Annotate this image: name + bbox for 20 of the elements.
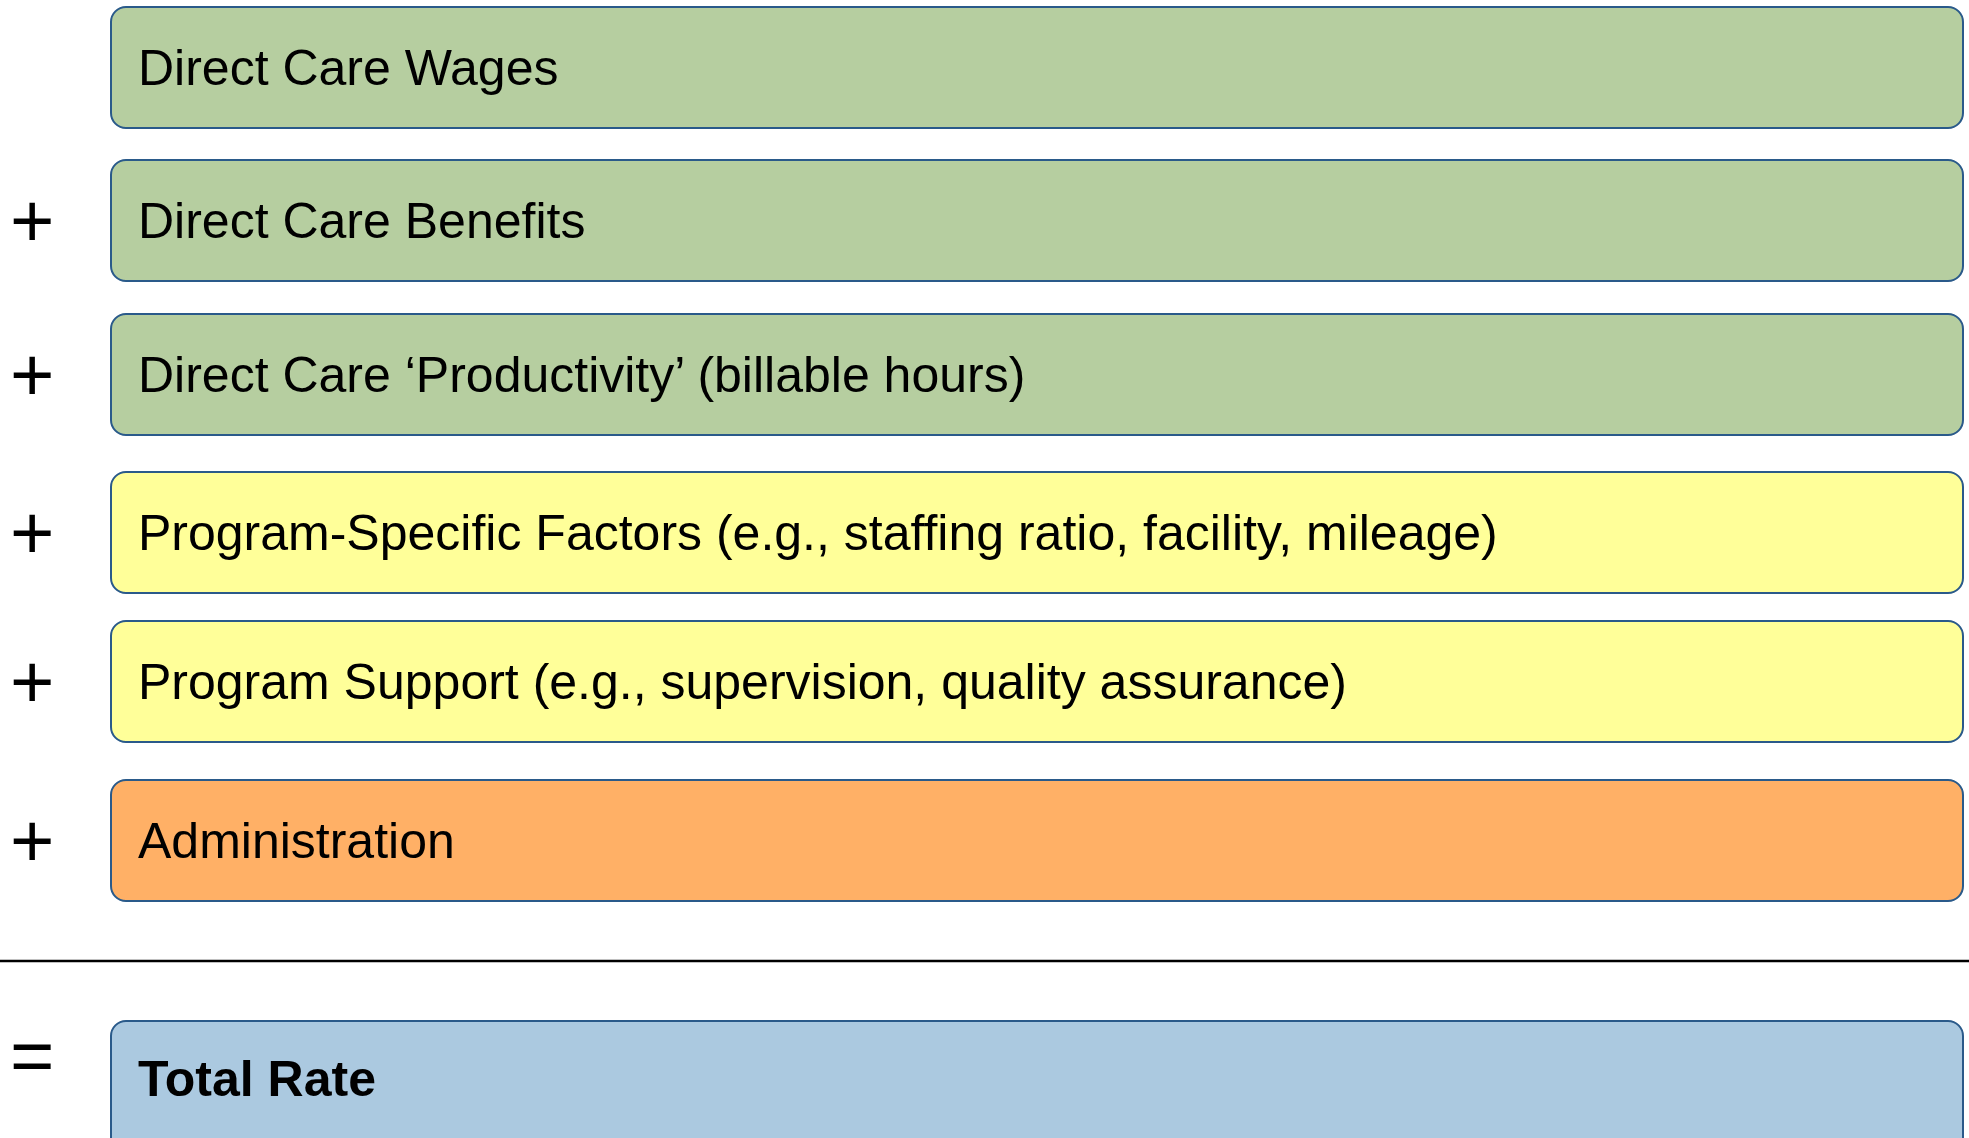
- term-text: Direct Care ‘Productivity’ (billable hours): [138, 345, 1026, 404]
- operator-sign: +: [10, 182, 55, 259]
- term-text: Program-Specific Factors (e.g., staffing ratio, facility, mileage): [138, 503, 1498, 562]
- term-box: [110, 1020, 1964, 1138]
- term-box: [110, 313, 1964, 436]
- term-box: [110, 620, 1964, 743]
- term-box: [110, 6, 1964, 129]
- term-text: Administration: [138, 811, 455, 870]
- operator-sign: +: [10, 643, 55, 720]
- term-box: [110, 471, 1964, 594]
- operator-sign: +: [10, 802, 55, 879]
- operator-sign: +: [10, 494, 55, 571]
- term-text: Direct Care Wages: [138, 38, 559, 97]
- term-text: Total Rate: [138, 1050, 376, 1108]
- operator-sign: +: [10, 336, 55, 413]
- term-box: [110, 779, 1964, 902]
- term-text: Direct Care Benefits: [138, 191, 586, 250]
- operator-sign: =: [10, 1018, 55, 1094]
- term-text: Program Support (e.g., supervision, quality assurance): [138, 652, 1347, 711]
- term-box: [110, 159, 1964, 282]
